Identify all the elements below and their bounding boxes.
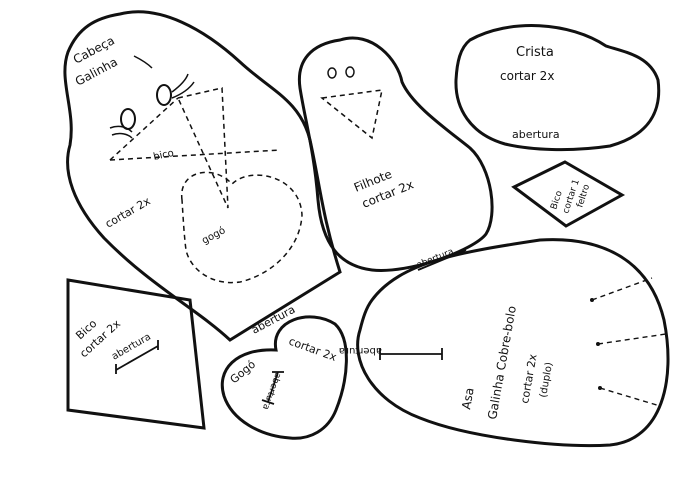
wing-outline (356, 238, 670, 447)
head-outline (63, 10, 342, 342)
eye-right-icon (156, 73, 195, 106)
feather-marks (590, 277, 667, 407)
crest-outline (454, 24, 661, 152)
square-beak-opening-line (115, 340, 159, 374)
wing-opening-line (379, 348, 443, 360)
brow-mark (133, 55, 153, 69)
head-beak-label: bico (152, 148, 175, 163)
beak-base-dashed (109, 149, 281, 161)
crest-cut-note: cortar 2x (500, 69, 554, 83)
chick-beak-dashed (320, 89, 383, 140)
chick-eye-right-icon (345, 66, 355, 78)
chick-eye-left-icon (327, 67, 337, 79)
crest-opening-label: abertura (512, 128, 560, 141)
wattle-outline (220, 315, 348, 440)
beak-placement-dashed (109, 87, 229, 209)
wing-line1: Asa (459, 387, 477, 411)
square-beak-outline (66, 278, 206, 430)
crest-name: Crista (516, 45, 554, 60)
crest-piece: Crista cortar 2x abertura (454, 24, 661, 152)
small-beak-outline (511, 160, 626, 228)
eye-left-icon (109, 108, 136, 139)
wattle-opening-line (261, 371, 284, 405)
wing-opening-label: abertura (339, 345, 382, 356)
